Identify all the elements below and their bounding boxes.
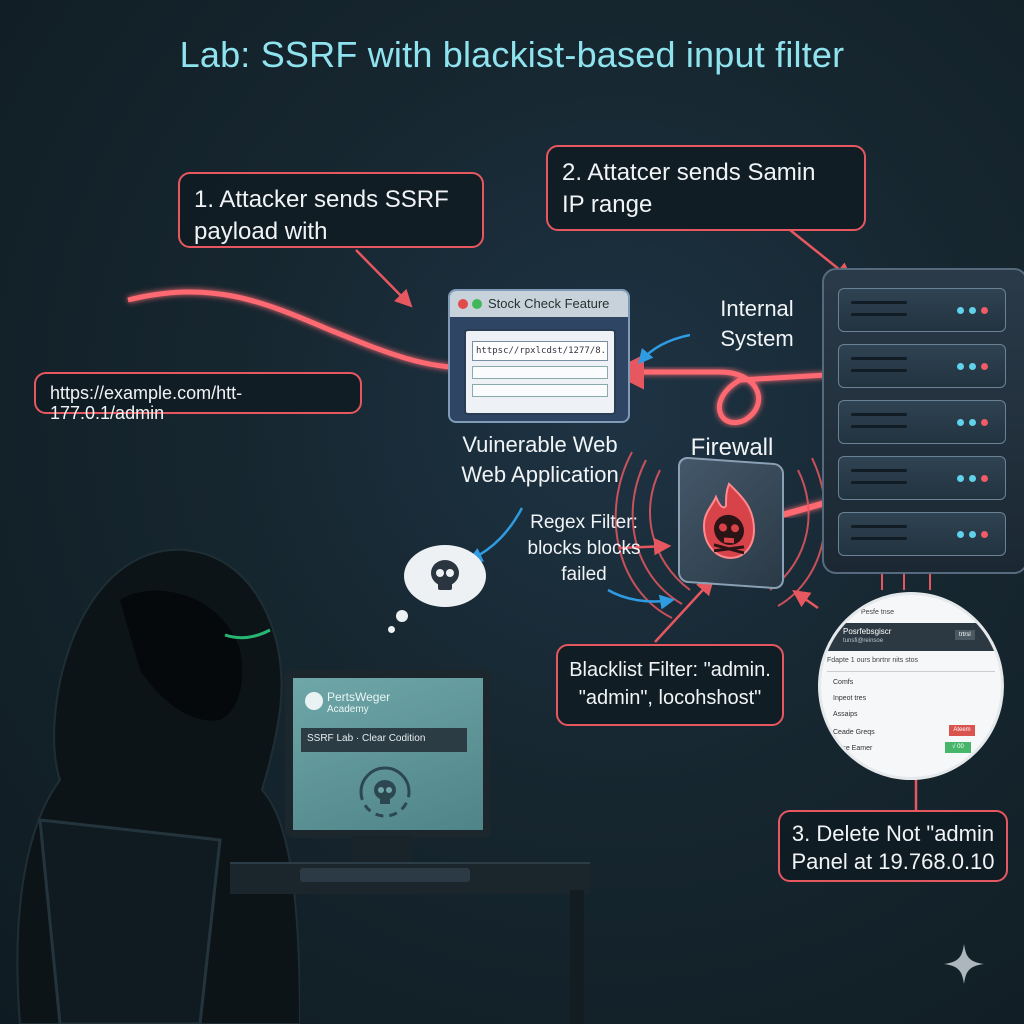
blacklist-pointer-left: [654, 577, 715, 643]
payload-url-callout: https://example.com/htt-177.0.1/admin: [34, 372, 362, 423]
payload-flow-line: [127, 289, 471, 371]
hacker-monitor: PertsWeger Academy SSRF Lab · Clear Codi…: [285, 670, 491, 838]
lab-title: SSRF Lab · Clear Codition: [307, 733, 426, 744]
step1-line1: 1. Attacker sends SSRF: [194, 186, 449, 213]
server-unit-4: [838, 456, 1006, 500]
blacklist-line1: Blacklist Filter: "admin.: [569, 659, 771, 681]
blacklist-pointer-right: [792, 590, 819, 610]
admin-header: Posrfebsgiscr tunsfi@reinsoe trtrsl: [821, 623, 1001, 651]
stock-check-window: Stock Check Feature httpsc//rpxlcdst/127…: [448, 289, 630, 423]
request-arrow: [620, 356, 885, 426]
server-unit-5: [838, 512, 1006, 556]
regex-to-firewall-arrow: [619, 537, 672, 556]
ok-button[interactable]: √ 00: [945, 742, 971, 753]
step1-callout: 1. Attacker sends SSRF payload with: [178, 172, 484, 248]
admin-brand: Posrfebsgiscr: [843, 627, 892, 636]
admin-search[interactable]: Fdapte 1 ours bnrtnr nits stos: [827, 657, 995, 672]
keyboard: [300, 868, 470, 882]
desk: [230, 862, 590, 894]
step1-line2: payload with: [194, 218, 328, 245]
monitor-screen: PertsWeger Academy SSRF Lab · Clear Codi…: [293, 678, 483, 830]
close-dot: [458, 299, 468, 309]
thought-bubble: [404, 545, 486, 607]
firewall-box: [678, 456, 784, 590]
regex-filter-label: Regex Filter: blocks blocks failed: [527, 512, 641, 585]
target-skull-icon: [359, 766, 411, 818]
hooded-hacker-figure: [16, 548, 300, 1024]
step3-callout: 3. Delete Not "admin Panel at 19.768.0.1…: [778, 810, 1008, 882]
delete-button[interactable]: Ateem: [949, 725, 975, 736]
server-unit-1: [838, 288, 1006, 332]
stock-api-url-field[interactable]: httpsc//rpxlcdst/1277/8.1/admin: [472, 341, 608, 361]
thought-bubble-dot-1: [396, 610, 408, 622]
admin-header-button[interactable]: trtrsl: [955, 630, 975, 640]
server-unit-3: [838, 400, 1006, 444]
step2-line1: 2. Attatcer sends Samin: [562, 159, 816, 186]
admin-row: Gnse Eamer: [833, 745, 873, 752]
portswigger-logo-icon: [305, 692, 323, 710]
payload-url: https://example.com/htt-177.0.1/admin: [50, 383, 243, 423]
browser-title: Stock Check Feature: [488, 296, 610, 311]
admin-row: Ceade Greqs: [833, 729, 875, 736]
monitor-stand: [352, 836, 412, 866]
form-field-1[interactable]: [472, 366, 608, 379]
step2-callout: 2. Attatcer sends Samin IP range: [546, 145, 866, 231]
admin-row: ... bil 55: [833, 759, 858, 766]
desk-leg: [570, 890, 584, 1024]
flame-skull-icon: [702, 482, 756, 559]
browser-titlebar: Stock Check Feature: [450, 291, 628, 317]
maximize-dot: [472, 299, 482, 309]
internal-flow-line: [638, 333, 691, 365]
blacklist-line2: "admin", locohshost": [578, 687, 762, 709]
thought-bubble-dot-2: [388, 626, 395, 633]
regex-down-line: [607, 588, 675, 610]
vulnerable-app-label: Vuinerable Web Web Application: [461, 432, 619, 487]
admin-row: Comfs: [833, 679, 854, 686]
admin-panel-zoom: Pesfe tnse Posrfebsgiscr tunsfi@reinsoe …: [818, 592, 1004, 780]
step1-pointer: [355, 249, 413, 308]
lab-title-bar: SSRF Lab · Clear Codition: [301, 728, 467, 752]
sparkle-icon: [944, 944, 984, 984]
form-field-2[interactable]: [472, 384, 608, 397]
brand-sub: Academy: [327, 704, 369, 715]
server-unit-2: [838, 344, 1006, 388]
admin-top-text: Pesfe tnse: [861, 609, 895, 616]
internal-system-label: Internal System: [720, 296, 794, 351]
internal-server-rack: [822, 268, 1024, 574]
step3-line2: Panel at 19.768.0.10: [791, 849, 995, 874]
skull-icon: [431, 560, 459, 590]
admin-row: Inpeot tres: [833, 695, 867, 702]
admin-brand-sub: tunsfi@reinsoe: [843, 638, 884, 644]
blacklist-callout: Blacklist Filter: "admin. "admin", locoh…: [556, 644, 784, 726]
step2-line2: IP range: [562, 191, 653, 218]
admin-row: Assaips: [833, 711, 858, 718]
brand-name: PertsWeger: [327, 690, 391, 704]
diagram-title: Lab: SSRF with blackist-based input filt…: [179, 34, 845, 75]
firewall-label: Firewall: [690, 434, 774, 461]
browser-page: httpsc//rpxlcdst/1277/8.1/admin: [464, 329, 616, 415]
step3-line1: 3. Delete Not "admin: [791, 821, 995, 846]
